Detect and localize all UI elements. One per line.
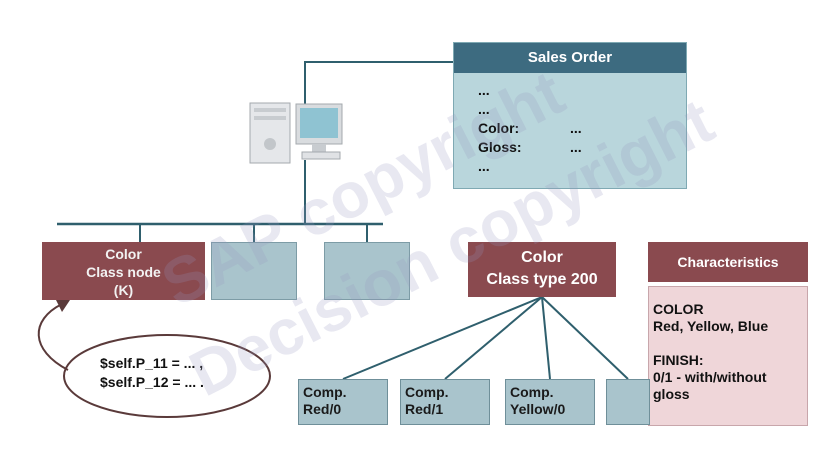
component-box: Comp. Red/0: [298, 379, 388, 425]
sales-order-line: ...: [478, 101, 490, 117]
procedure-line1: $self.P_11 = ... ,: [100, 355, 204, 371]
class-type-line2: Class type 200: [486, 271, 598, 288]
fan-line-4: [541, 296, 629, 380]
component-line1: Comp.: [405, 384, 449, 400]
sales-order-title: Sales Order: [454, 43, 686, 73]
color-characteristic-label: COLOR: [653, 301, 704, 317]
bom-node-box: [324, 242, 410, 300]
component-box: Comp. Yellow/0: [505, 379, 595, 425]
procedure-arrow-curve: [37, 303, 69, 371]
procedure-text: $self.P_11 = ... , $self.P_12 = ... .: [100, 354, 204, 392]
sales-order-gloss-line: Gloss:...: [478, 139, 582, 155]
sales-order-window: Sales Order ... ... Color:... Gloss:... …: [453, 42, 687, 189]
sales-order-fields: ... ... Color:... Gloss:... ...: [478, 81, 582, 176]
procedure-ellipse: [63, 334, 271, 418]
class-node-line3: (K): [113, 282, 134, 298]
class-type-box: Color Class type 200: [468, 242, 616, 297]
component-line2: Yellow/0: [510, 401, 566, 417]
characteristics-body: COLOR Red, Yellow, Blue FINISH: 0/1 - wi…: [648, 286, 808, 426]
bom-node-box: [211, 242, 297, 300]
sales-order-line: ...: [478, 158, 490, 174]
monitor-icon: [295, 103, 343, 160]
class-node-line2: Class node: [86, 264, 161, 280]
color-characteristic-values: Red, Yellow, Blue: [653, 318, 769, 334]
class-node-line1: Color: [105, 246, 142, 262]
fan-line-3: [541, 296, 551, 380]
component-line2: Red/1: [405, 401, 444, 417]
finish-characteristic-label: FINISH:: [653, 352, 704, 368]
fan-line-2: [444, 296, 543, 380]
fan-line-1: [342, 296, 543, 380]
class-node-box: Color Class node (K): [42, 242, 205, 300]
characteristics-header: Characteristics: [648, 242, 808, 282]
sales-order-line: ...: [478, 82, 490, 98]
computer-server-icon: [249, 102, 291, 164]
sales-order-color-line: Color:...: [478, 120, 582, 136]
finish-characteristic-values-cont: gloss: [653, 386, 690, 402]
procedure-line2: $self.P_12 = ... .: [100, 374, 204, 390]
component-box: Comp. Red/1: [400, 379, 490, 425]
component-box: [606, 379, 650, 425]
procedure-arrow-head: [56, 300, 70, 312]
component-line1: Comp.: [510, 384, 554, 400]
finish-characteristic-values: 0/1 - with/without: [653, 369, 767, 385]
component-line2: Red/0: [303, 401, 342, 417]
class-type-line1: Color: [521, 249, 563, 266]
component-line1: Comp.: [303, 384, 347, 400]
